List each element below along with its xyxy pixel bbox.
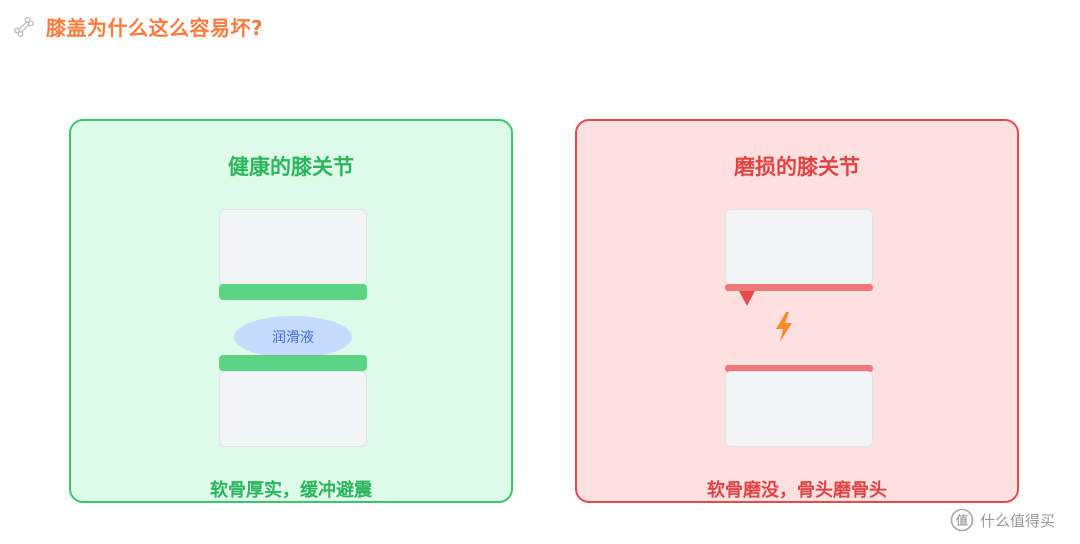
bone-icon	[14, 16, 34, 37]
lower-bone	[725, 371, 873, 447]
worn-knee-panel: 磨损的膝关节 软骨磨没，骨头磨骨头	[575, 119, 1019, 503]
healthy-panel-caption: 软骨厚实，缓冲避震	[210, 480, 372, 501]
page-title: 膝盖为什么这么容易坏?	[46, 16, 264, 40]
lubricant-label: 润滑液	[272, 330, 314, 346]
svg-text:值: 值	[956, 513, 968, 528]
lower-thin-cartilage	[725, 365, 873, 372]
smzdm-logo-icon: 值	[950, 508, 974, 532]
upper-bone	[725, 209, 873, 285]
lubricant-fluid: 润滑液	[234, 316, 352, 358]
page-header: 膝盖为什么这么容易坏?	[12, 12, 263, 41]
watermark: 值 什么值得买	[950, 508, 1055, 532]
healthy-knee-panel: 健康的膝关节 润滑液 软骨厚实，缓冲避震	[69, 119, 513, 503]
lightning-icon	[776, 312, 792, 342]
worn-panel-caption: 软骨磨没，骨头磨骨头	[707, 480, 887, 501]
upper-cartilage	[219, 284, 367, 300]
lower-cartilage	[219, 355, 367, 371]
upper-thin-cartilage	[725, 284, 873, 291]
wear-marker-icon	[739, 291, 755, 306]
lower-bone	[219, 371, 367, 447]
upper-bone	[219, 209, 367, 285]
healthy-panel-title: 健康的膝关节	[228, 155, 354, 179]
watermark-text: 什么值得买	[980, 511, 1056, 530]
worn-panel-title: 磨损的膝关节	[734, 155, 860, 179]
